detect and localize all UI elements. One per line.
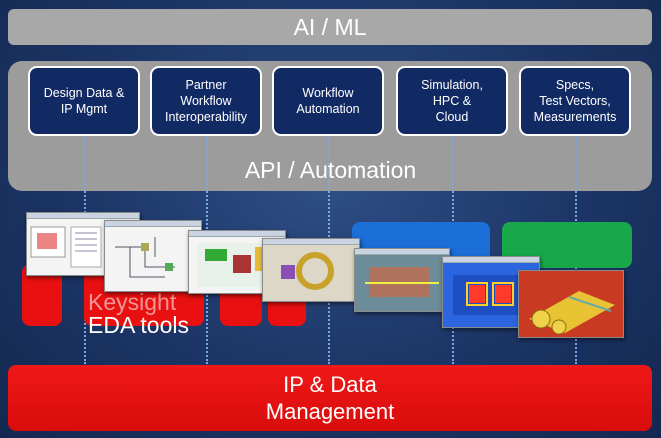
ip-data-management-bar: IP & Data Management [8,365,652,431]
3d-model-graphic [519,271,623,337]
eda-tools-text: EDA tools [88,312,189,338]
ai-ml-bar: AI / ML [8,9,652,45]
design-data-label: Design Data & IP Mgmt [43,86,125,116]
keysight-brand-text: Keysight [88,289,177,315]
design-data-box: Design Data & IP Mgmt [28,66,140,136]
simulation-hpc-cloud-box: Simulation, HPC & Cloud [396,66,508,136]
workflow-automation-label: Workflow Automation [296,86,360,116]
eda-screenshot-5 [354,248,450,312]
specs-test-vectors-label: Specs, Test Vectors, Measurements [533,78,617,124]
partner-workflow-box: Partner Workflow Interoperability [150,66,262,136]
eda-screenshot-7 [518,270,624,338]
management-line: Management [265,399,395,424]
circuit-graphic [115,237,175,278]
workflow-automation-box: Workflow Automation [272,66,384,136]
eda-tools-label: Keysight EDA tools [88,291,189,337]
ip-data-line: IP & Data [283,372,377,397]
ai-ml-label: AI / ML [293,14,367,40]
simulation-hpc-cloud-label: Simulation, HPC & Cloud [421,78,483,124]
api-automation-label: API / Automation [244,157,417,183]
eda-screenshot-4 [262,238,360,302]
eda-screenshot-2 [104,220,202,292]
pcb-graphic [355,255,449,311]
specs-test-vectors-box: Specs, Test Vectors, Measurements [519,66,631,136]
partner-workflow-label: Partner Workflow Interoperability [165,78,247,124]
antenna-layout-graphic [263,245,359,301]
